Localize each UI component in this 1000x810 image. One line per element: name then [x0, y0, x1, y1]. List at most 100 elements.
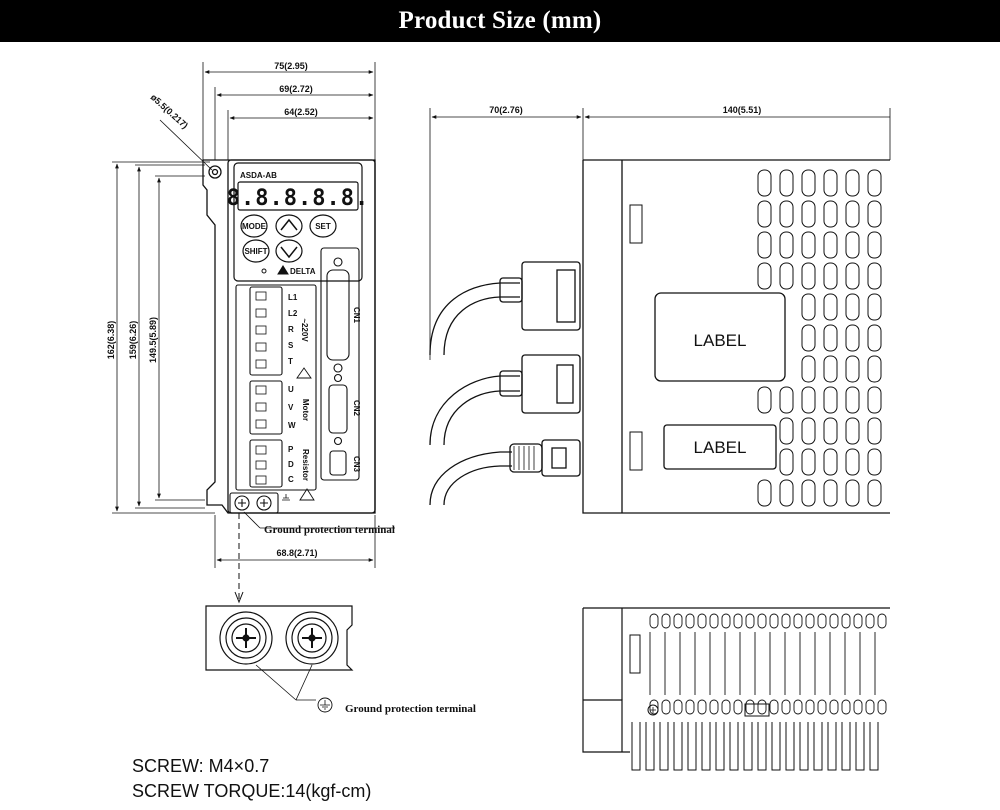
vent-slot [757, 386, 772, 414]
control-panel: ASDA-AB 8.8.8.8.8. MODE SET SHIFT DELTA [227, 162, 369, 282]
heatsink-fin [813, 722, 823, 771]
cn2-port [328, 384, 348, 434]
screw-spec: SCREW: M4×0.7 [132, 756, 269, 776]
bottom-slot [853, 699, 863, 715]
vent-slot [867, 386, 882, 414]
vent-slot [845, 293, 860, 321]
width-dim-75: 75(2.95) [274, 61, 308, 71]
terminal-v: V [288, 403, 294, 412]
bottom-slot [661, 699, 671, 715]
bottom-slot [721, 699, 731, 715]
motor-connector [249, 380, 283, 435]
vent-slot [779, 386, 794, 414]
vent-slot [845, 417, 860, 445]
heatsink-fin [729, 722, 739, 771]
vent-slot [867, 448, 882, 476]
bottom-slot [793, 699, 803, 715]
ground-detail: Ground protection terminal [205, 605, 476, 715]
bottom-slot [721, 613, 731, 629]
bottom-dimension [214, 515, 376, 568]
vent-slot [757, 200, 772, 228]
depth-dim-70: 70(2.76) [489, 105, 523, 115]
bottom-slot [697, 613, 707, 629]
vent-slot [757, 479, 772, 507]
bottom-slot [829, 613, 839, 629]
bottom-view [582, 607, 890, 771]
bottom-slot [757, 699, 767, 715]
detail-screw-right [285, 611, 339, 665]
terminal-p: P [288, 445, 294, 454]
width-dim-69: 69(2.72) [279, 84, 313, 94]
heatsink-fin [743, 722, 753, 771]
bottom-slot [793, 613, 803, 629]
resistor-connector [249, 439, 283, 488]
bottom-slot [649, 699, 659, 715]
side-body [582, 159, 890, 514]
ground-label-front: Ground protection terminal [264, 524, 395, 536]
bottom-slot [733, 613, 743, 629]
heatsink-fin [645, 722, 655, 771]
bottom-dim: 68.8(2.71) [276, 548, 317, 558]
bottom-slot [877, 699, 887, 715]
mode-button-label: MODE [242, 222, 267, 231]
cn2-label: CN2 [352, 400, 361, 417]
vent-slot [779, 262, 794, 290]
cn1-plug [521, 261, 581, 331]
heatsink-fin [771, 722, 781, 771]
vent-slot [845, 448, 860, 476]
vent-slot [801, 200, 816, 228]
vent-slot [779, 169, 794, 197]
cn1-port [326, 269, 350, 361]
motor-label: Motor [301, 399, 310, 421]
bottom-slot [673, 699, 683, 715]
vent-slot [845, 324, 860, 352]
heatsink-fin [673, 722, 683, 771]
vent-slot [867, 479, 882, 507]
ground-circle-icon [317, 697, 333, 713]
bottom-slot [781, 699, 791, 715]
heatsink-fin [869, 722, 879, 771]
bottom-slot [781, 613, 791, 629]
heatsink-fin [631, 722, 641, 771]
bottom-slot [817, 699, 827, 715]
front-view: 75(2.95) 69(2.72) 64(2.52) ø5.5(0.217) 1… [106, 61, 395, 604]
cables [429, 261, 581, 506]
label-text-1: LABEL [694, 331, 747, 350]
vent-slot [757, 231, 772, 259]
terminal-w: W [288, 421, 296, 430]
bottom-slot [829, 699, 839, 715]
vent-slot [845, 355, 860, 383]
vent-slot [823, 200, 838, 228]
terminal-block: L1 L2 R S T ~220V U V W Motor P D C Resi… [235, 284, 317, 491]
bottom-slot [841, 613, 851, 629]
heatsink-fin [659, 722, 669, 771]
heatsink-fin [715, 722, 725, 771]
display-digits: 8.8.8.8.8. [227, 186, 369, 211]
vent-slot [779, 200, 794, 228]
label-plate-1 [654, 292, 786, 382]
up-button [275, 214, 303, 238]
vent-slot [779, 417, 794, 445]
bottom-slot [709, 613, 719, 629]
vent-slot [823, 262, 838, 290]
heatsink-fin [841, 722, 851, 771]
vent-slot [867, 262, 882, 290]
label-plate-2 [663, 424, 777, 470]
terminal-l2: L2 [288, 309, 298, 318]
vent-slot [801, 324, 816, 352]
ground-screws-small [229, 488, 315, 514]
mount-hole [208, 165, 222, 179]
height-dim-162: 162(6.38) [106, 321, 116, 360]
vent-slot [801, 386, 816, 414]
led-display [237, 181, 359, 211]
bottom-slot [877, 613, 887, 629]
bottom-slot [853, 613, 863, 629]
height-dim-159: 159(6.26) [128, 321, 138, 360]
vent-slot [801, 169, 816, 197]
vent-slot [823, 448, 838, 476]
terminal-c: C [288, 475, 294, 484]
detail-screw-left [219, 611, 273, 665]
delta-logo-icon [277, 265, 289, 275]
bottom-slot [769, 699, 779, 715]
